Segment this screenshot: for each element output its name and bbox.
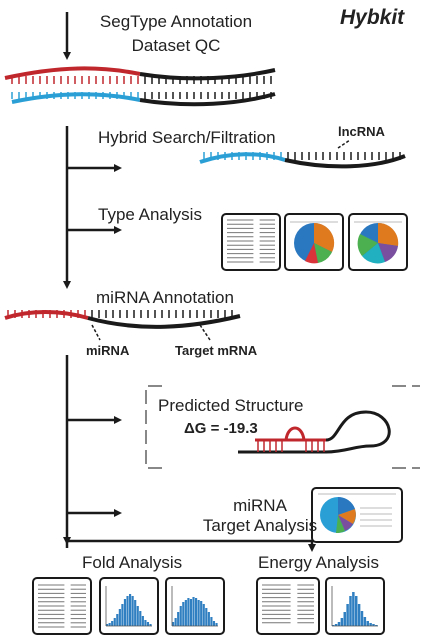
type-analysis-label: Type Analysis (98, 205, 202, 224)
blue-strand (199, 152, 286, 164)
energy-analysis-hist-thumb (325, 577, 385, 635)
lncrna-pointer (337, 139, 351, 149)
strand-ticks (11, 76, 272, 99)
mirna-pointer (91, 324, 101, 341)
type-analysis-table-thumb (221, 213, 281, 271)
type-analysis-pie-thumb-2 (348, 213, 408, 271)
black-strand (139, 92, 276, 107)
blue-strand (11, 92, 141, 104)
fold-analysis-table-thumb (32, 577, 92, 635)
hybrid-search-label: Hybrid Search/Filtration (98, 128, 276, 147)
black-strand (87, 314, 241, 329)
energy-analysis-label: Energy Analysis (258, 553, 379, 572)
black-strand (139, 68, 276, 81)
dataset-qc-label: Dataset QC (131, 36, 221, 55)
strand-ticks (203, 152, 401, 160)
mirna-target-line1: miRNA (233, 496, 287, 515)
mirna-label: miRNA (86, 343, 130, 358)
hybrid-strand-mirna-target (4, 310, 241, 341)
strand-ticks (7, 310, 233, 318)
type-analysis-pie-thumb-1 (284, 213, 344, 271)
delta-g-label: ΔG = -19.3 (184, 420, 258, 437)
hybrid-strands-top (4, 66, 276, 107)
target-pointer (199, 324, 211, 341)
black-strand (284, 154, 406, 169)
segtype-annotation-label: SegType Annotation (99, 12, 253, 31)
red-strand (4, 310, 89, 320)
hairpin-structure (238, 410, 391, 454)
energy-analysis-table-thumb (256, 577, 320, 635)
target-analysis-pie-thumb (311, 487, 403, 543)
red-strand (4, 66, 141, 80)
predicted-structure-frame (145, 385, 420, 469)
mirna-target-line2: Target Analysis (202, 516, 318, 535)
lncrna-label: lncRNA (338, 124, 385, 139)
fold-analysis-hist-thumb-1 (99, 577, 159, 635)
mirna-annotation-label: miRNA Annotation (96, 288, 234, 307)
hybrid-strand-lncrna (199, 139, 406, 169)
fold-analysis-label: Fold Analysis (82, 553, 183, 572)
predicted-structure-label: Predicted Structure (158, 396, 304, 415)
target-mrna-label: Target mRNA (175, 343, 258, 358)
brand-logo: Hybkit (340, 6, 405, 29)
fold-analysis-hist-thumb-2 (165, 577, 225, 635)
